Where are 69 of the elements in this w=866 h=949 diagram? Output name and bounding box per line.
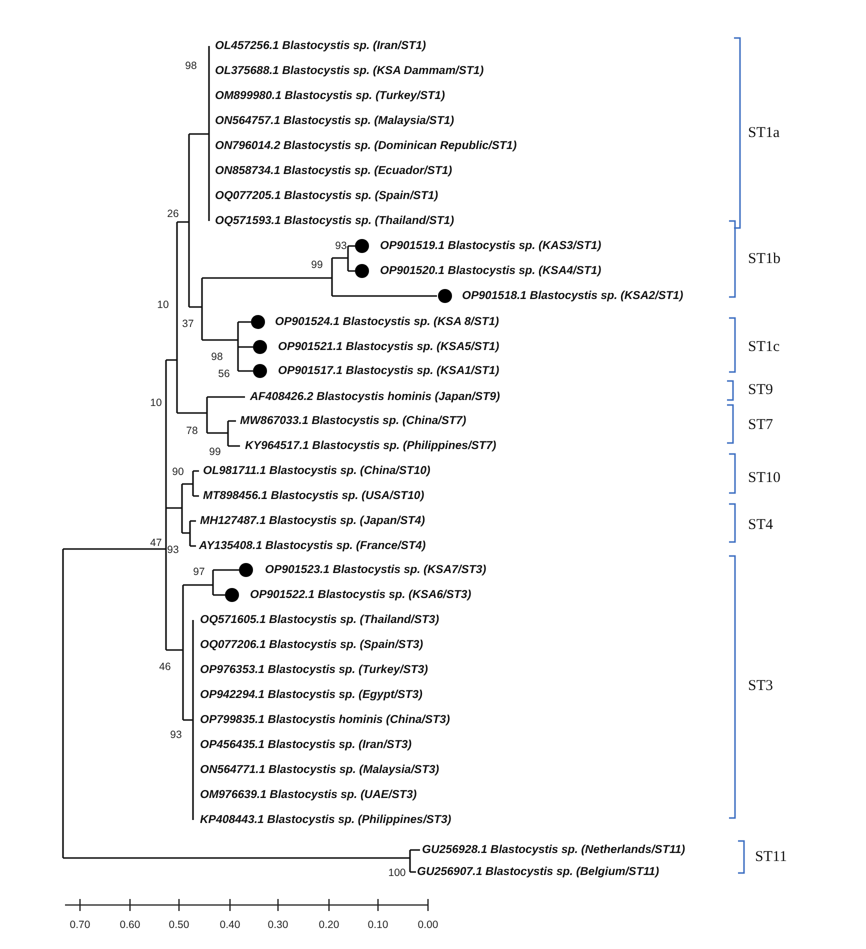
bootstrap-value: 93 bbox=[335, 240, 347, 252]
taxon-label: OP901520.1 Blastocystis sp. (KSA4/ST1) bbox=[380, 264, 602, 278]
taxon-label: OM899980.1 Blastocystis sp. (Turkey/ST1) bbox=[215, 89, 445, 103]
taxon-label: KY964517.1 Blastocystis sp. (Philippines/ST7) bbox=[245, 439, 496, 453]
taxon-label: AY135408.1 Blastocystis sp. (France/ST4) bbox=[199, 539, 426, 553]
bootstrap-value: 46 bbox=[159, 661, 171, 673]
taxon-label: GU256907.1 Blastocystis sp. (Belgium/ST11) bbox=[417, 865, 660, 879]
subtype-label: ST7 bbox=[748, 417, 774, 433]
bootstrap-value: 98 bbox=[185, 60, 197, 72]
subtype-label: ST3 bbox=[748, 678, 774, 694]
taxon-label: OQ077205.1 Blastocystis sp. (Spain/ST1) bbox=[215, 189, 438, 203]
taxon-label: OL375688.1 Blastocystis sp. (KSA Dammam/ST1) bbox=[215, 64, 484, 78]
taxon-label: ON858734.1 Blastocystis sp. (Ecuador/ST1) bbox=[215, 164, 452, 178]
bootstrap-value: 99 bbox=[311, 259, 323, 271]
taxon-label: OP456435.1 Blastocystis sp. (Iran/ST3) bbox=[200, 738, 412, 752]
taxon-label: OP901524.1 Blastocystis sp. (KSA 8/ST1) bbox=[275, 315, 499, 329]
subtype-label: ST11 bbox=[755, 849, 787, 865]
subtype-label: ST1c bbox=[748, 339, 780, 355]
subtype-label: ST10 bbox=[748, 470, 781, 486]
taxon-label: MT898456.1 Blastocystis sp. (USA/ST10) bbox=[203, 489, 424, 503]
taxon-label: OL457256.1 Blastocystis sp. (Iran/ST1) bbox=[215, 39, 426, 53]
taxon-label: ON796014.2 Blastocystis sp. (Dominican Republic/ST1) bbox=[215, 139, 517, 153]
scale-tick-label: 0.60 bbox=[120, 919, 140, 931]
bootstrap-value: 10 bbox=[150, 397, 162, 409]
taxon-label: OQ571605.1 Blastocystis sp. (Thailand/ST3) bbox=[200, 613, 440, 627]
taxon-label: MH127487.1 Blastocystis sp. (Japan/ST4) bbox=[200, 514, 425, 528]
taxon-label: OP901517.1 Blastocystis sp. (KSA1/ST1) bbox=[278, 364, 500, 378]
taxon-label: OQ077206.1 Blastocystis sp. (Spain/ST3) bbox=[200, 638, 424, 652]
taxon-label: OP901521.1 Blastocystis sp. (KSA5/ST1) bbox=[278, 340, 500, 354]
bootstrap-value: 47 bbox=[150, 537, 162, 549]
taxon-label: KP408443.1 Blastocystis sp. (Philippines/ST3) bbox=[200, 813, 452, 827]
bootstrap-value: 10 bbox=[157, 299, 169, 311]
taxon-label: OP901519.1 Blastocystis sp. (KAS3/ST1) bbox=[380, 239, 602, 253]
bootstrap-value: 26 bbox=[167, 208, 179, 220]
bootstrap-value: 93 bbox=[170, 729, 182, 741]
taxon-label: OL981711.1 Blastocystis sp. (China/ST10) bbox=[203, 464, 430, 478]
scale-tick-label: 0.40 bbox=[220, 919, 240, 931]
bootstrap-value: 90 bbox=[172, 466, 184, 478]
taxon-label: OP976353.1 Blastocystis sp. (Turkey/ST3) bbox=[200, 663, 428, 677]
taxon-label: ON564771.1 Blastocystis sp. (Malaysia/ST3) bbox=[200, 763, 440, 777]
taxon-label: OP799835.1 Blastocystis hominis (China/ST3) bbox=[200, 713, 450, 727]
bootstrap-value: 93 bbox=[167, 544, 179, 556]
taxon-label: OP901518.1 Blastocystis sp. (KSA2/ST1) bbox=[462, 289, 684, 303]
bootstrap-value: 100 bbox=[388, 867, 406, 879]
bootstrap-value: 78 bbox=[186, 425, 198, 437]
scale-tick-label: 0.00 bbox=[418, 919, 438, 931]
scale-tick-label: 0.10 bbox=[368, 919, 388, 931]
taxon-label: OP942294.1 Blastocystis sp. (Egypt/ST3) bbox=[200, 688, 422, 702]
taxon-label: MW867033.1 Blastocystis sp. (China/ST7) bbox=[240, 414, 466, 428]
bootstrap-value: 56 bbox=[218, 368, 230, 380]
subtype-label: ST1b bbox=[748, 251, 781, 267]
taxon-label: OP901523.1 Blastocystis sp. (KSA7/ST3) bbox=[265, 563, 486, 577]
scale-tick-label: 0.50 bbox=[168, 919, 190, 931]
subtype-label: ST1a bbox=[748, 125, 780, 141]
scale-tick-label: 0.20 bbox=[318, 919, 340, 931]
taxon-label: OQ571593.1 Blastocystis sp. (Thailand/ST1) bbox=[215, 214, 454, 228]
bootstrap-value: 98 bbox=[211, 351, 223, 363]
taxon-label: AF408426.2 Blastocystis hominis (Japan/ST9) bbox=[250, 390, 500, 404]
taxon-label: GU256928.1 Blastocystis sp. (Netherlands/ST11) bbox=[422, 843, 686, 857]
scale-tick-label: 0.30 bbox=[268, 919, 288, 931]
bootstrap-value: 37 bbox=[182, 318, 194, 330]
taxon-label: ON564757.1 Blastocystis sp. (Malaysia/ST1) bbox=[215, 114, 454, 128]
bootstrap-value: 99 bbox=[209, 446, 221, 458]
subtype-label: ST4 bbox=[748, 517, 774, 533]
subtype-label: ST9 bbox=[748, 382, 774, 398]
bootstrap-value: 97 bbox=[193, 566, 205, 578]
taxon-label: OP901522.1 Blastocystis sp. (KSA6/ST3) bbox=[250, 588, 472, 602]
scale-tick-label: 0.70 bbox=[70, 919, 90, 931]
taxon-label: OM976639.1 Blastocystis sp. (UAE/ST3) bbox=[200, 788, 417, 802]
